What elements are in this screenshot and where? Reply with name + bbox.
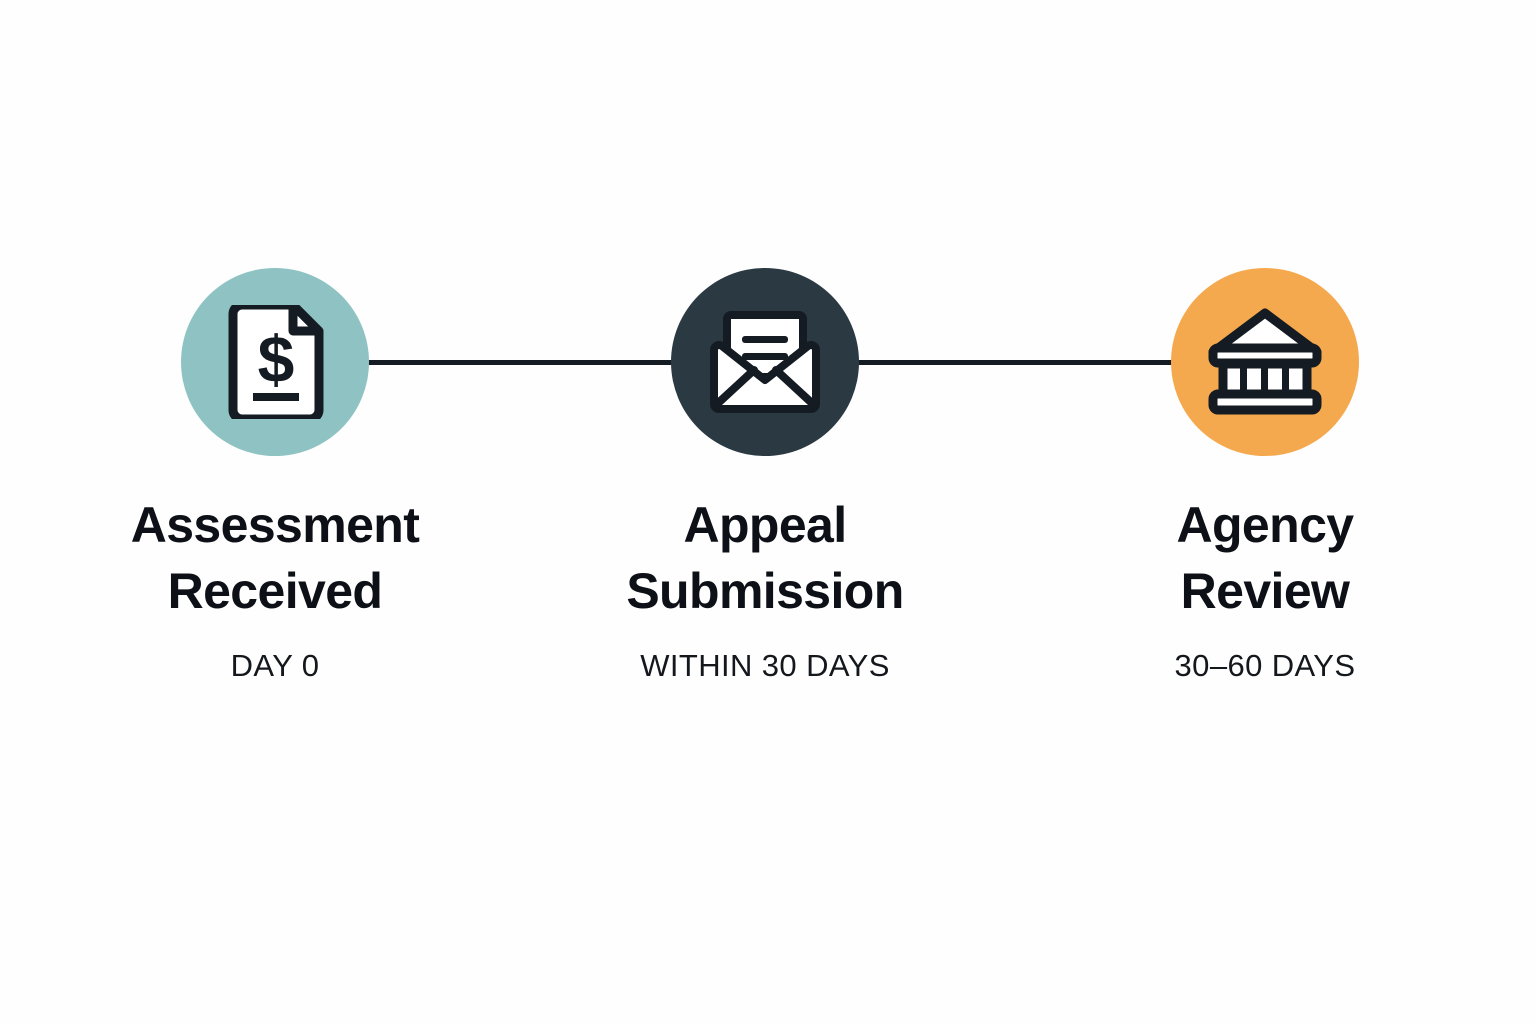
step-2-title-line-2: Submission [626, 563, 904, 619]
bank-institution-icon [1207, 308, 1323, 416]
step-2-title-line-1: Appeal [683, 497, 847, 553]
step-2-meta: WITHIN 30 DAYS [640, 648, 890, 683]
step-agency-review[interactable]: Agency Review 30–60 DAYS [1055, 268, 1475, 684]
step-1-title-line-1: Assessment [130, 497, 420, 553]
svg-text:$: $ [258, 322, 295, 396]
step-2-title: Appeal Submission [626, 492, 904, 624]
document-dollar-icon: $ [223, 305, 327, 419]
envelope-icon [709, 310, 821, 414]
step-1-meta: DAY 0 [230, 648, 320, 683]
step-3-title-line-1: Agency [1176, 497, 1354, 553]
connector-line-1 [352, 360, 690, 365]
connector-line-2 [842, 360, 1180, 365]
step-1-icon-circle[interactable]: $ [181, 268, 369, 456]
step-3-icon-circle[interactable] [1171, 268, 1359, 456]
step-1-title: Assessment Received [131, 492, 420, 624]
step-2-icon-circle[interactable] [671, 268, 859, 456]
step-3-title-line-2: Review [1180, 563, 1350, 619]
step-1-title-line-2: Received [167, 563, 383, 619]
step-appeal-submission[interactable]: Appeal Submission WITHIN 30 DAYS [555, 268, 975, 684]
step-3-meta: 30–60 DAYS [1174, 648, 1356, 683]
step-3-title: Agency Review [1176, 492, 1354, 624]
step-assessment-received[interactable]: $ Assessment Received DAY 0 [65, 268, 485, 684]
